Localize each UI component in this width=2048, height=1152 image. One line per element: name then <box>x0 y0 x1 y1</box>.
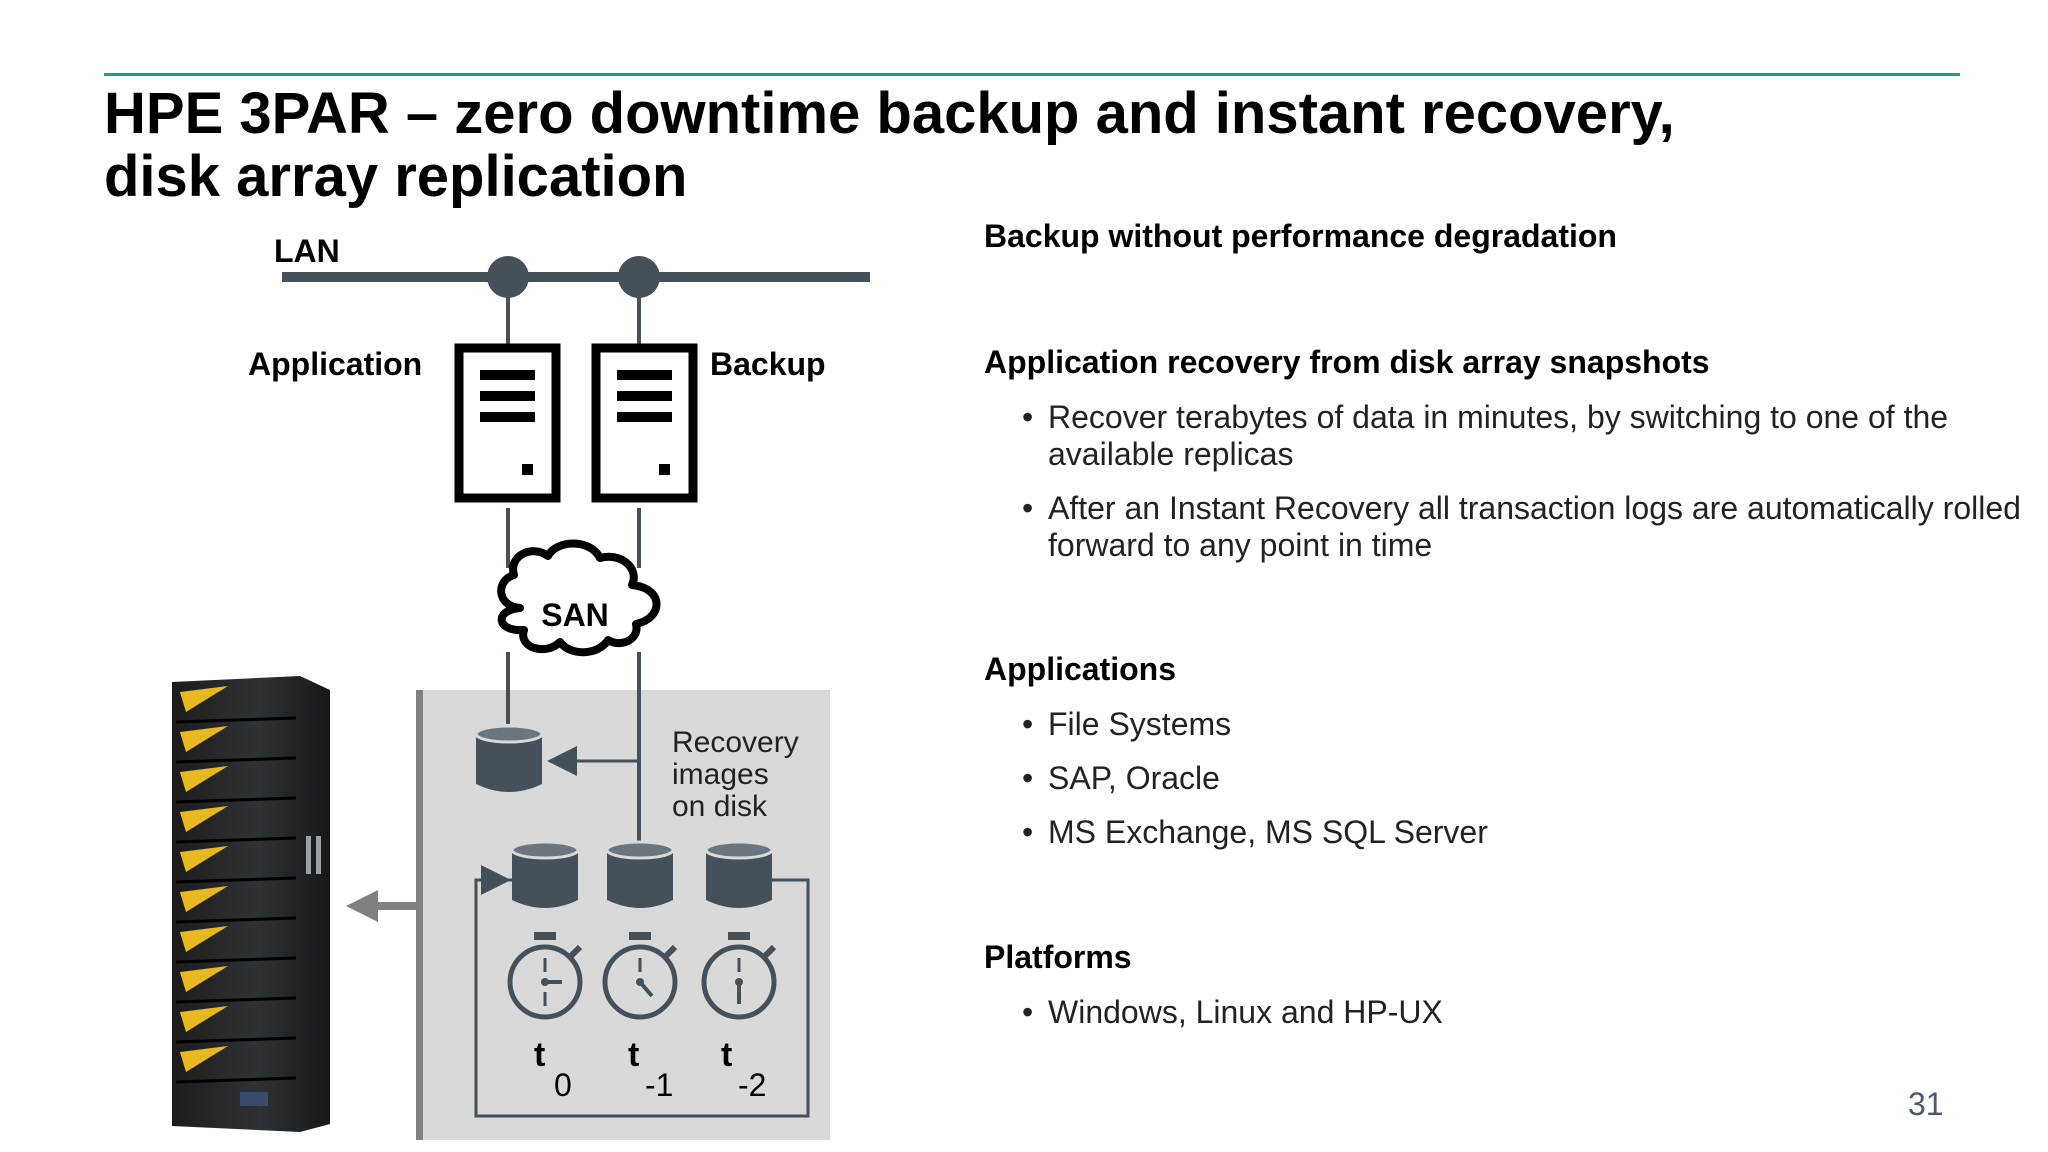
bullet-list: Windows, Linux and HP-UX <box>984 994 2024 1031</box>
backup-server-icon <box>591 343 698 503</box>
stopwatch-t-1-icon <box>602 932 678 1020</box>
storage-panel-edge <box>416 690 423 1140</box>
list-item: File Systems <box>984 706 2024 743</box>
section-platforms: Platforms Windows, Linux and HP-UX <box>984 937 2024 1031</box>
section-applications: Applications File Systems SAP, Oracle MS… <box>984 649 2024 851</box>
recovery-images-label: Recovery images on disk <box>672 726 807 823</box>
list-item: SAP, Oracle <box>984 760 2024 797</box>
application-server-icon <box>454 343 561 503</box>
list-item: Windows, Linux and HP-UX <box>984 994 2024 1031</box>
section-heading: Applications <box>984 651 1177 687</box>
slide-title: HPE 3PAR – zero downtime backup and inst… <box>104 82 1924 208</box>
snapshot-sub-t0: 0 <box>554 1067 572 1103</box>
section-heading: Application recovery from disk array sna… <box>984 344 1710 380</box>
snapshot-disk-t-2-icon <box>704 840 774 908</box>
san-cloud-icon <box>497 539 661 657</box>
header-rule <box>104 73 1960 76</box>
section-application-recovery: Application recovery from disk array sna… <box>984 342 2024 564</box>
stopwatch-t-2-icon <box>701 932 777 1020</box>
backup-label: Backup <box>710 346 826 382</box>
storage-rack-icon <box>172 676 330 1132</box>
arrow-left-icon <box>346 890 418 922</box>
list-item: After an Instant Recovery all transactio… <box>984 490 2024 564</box>
section-heading: Platforms <box>984 939 1132 975</box>
slide-title-line-2: disk array replication <box>104 144 688 209</box>
snapshot-label-t-2: t <box>721 1036 732 1074</box>
snapshot-disk-t-1-icon <box>605 840 675 908</box>
lan-node-backup <box>618 256 660 298</box>
list-item: MS Exchange, MS SQL Server <box>984 814 2024 851</box>
snapshot-sub-t-1: -1 <box>645 1067 673 1103</box>
lan-node-application <box>487 256 529 298</box>
list-item: Recover terabytes of data in minutes, by… <box>984 399 2024 473</box>
section-backup: Backup without performance degradation <box>984 216 2024 256</box>
slide-title-line-1: HPE 3PAR – zero downtime backup and inst… <box>104 81 1675 146</box>
backup-diagram: LAN Application Backup SAN <box>172 233 870 1140</box>
page-number: 31 <box>1908 1086 1944 1122</box>
bullet-list: File Systems SAP, Oracle MS Exchange, MS… <box>984 706 2024 851</box>
section-heading: Backup without performance degradation <box>984 218 1617 254</box>
bullet-list: Recover terabytes of data in minutes, by… <box>984 399 2024 564</box>
slide-content: Backup without performance degradation A… <box>984 216 2024 1031</box>
snapshot-label-t0: t <box>534 1036 545 1074</box>
snapshot-label-t-1: t <box>628 1036 639 1074</box>
primary-disk-icon <box>474 724 544 792</box>
snapshot-disk-t0-icon <box>510 840 580 908</box>
lan-label: LAN <box>274 233 340 269</box>
lan-bus <box>282 272 870 282</box>
san-label: SAN <box>541 597 609 633</box>
snapshot-sub-t-2: -2 <box>738 1067 766 1103</box>
stopwatch-t0-icon <box>507 932 583 1020</box>
application-label: Application <box>248 346 422 382</box>
